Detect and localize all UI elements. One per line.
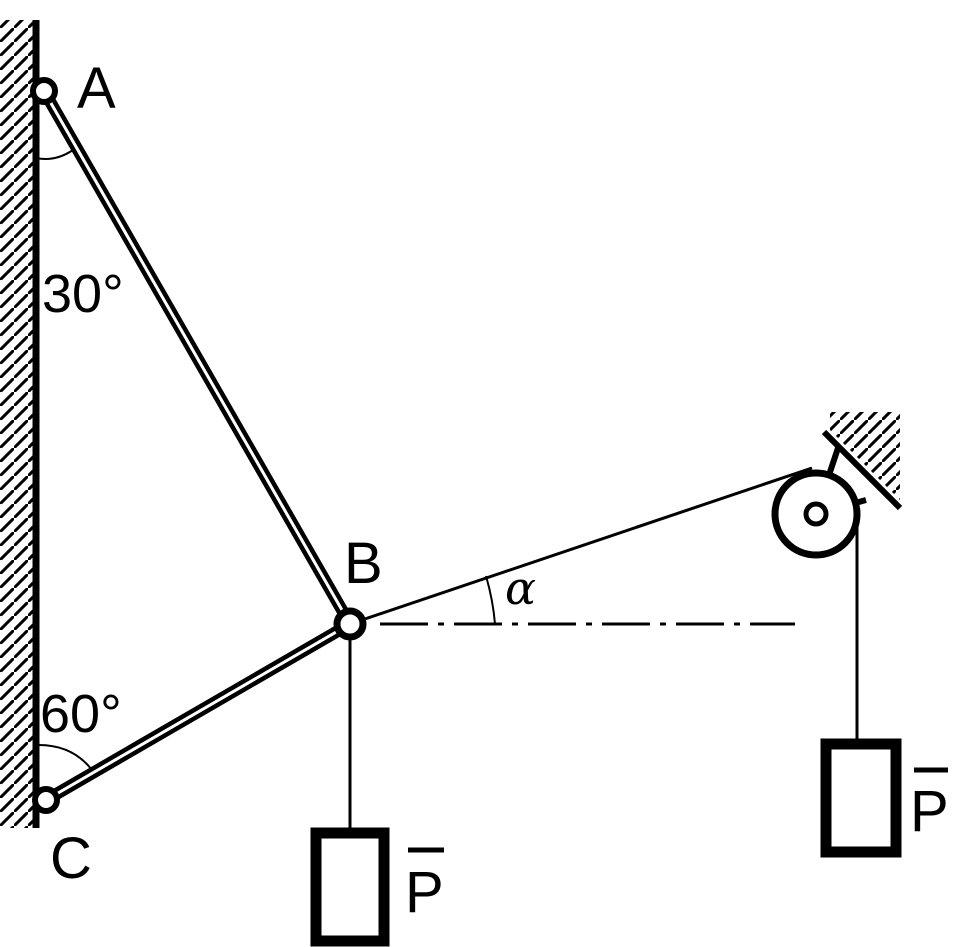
pulley [771,469,861,559]
label-c: C [50,826,92,891]
bracket-face [821,429,903,511]
angle-arc-top [35,149,74,160]
label-alpha: α [505,561,536,615]
cable-b-to-pulley [349,466,813,626]
label-angle-60: 60° [40,684,122,744]
weight-left [310,827,390,947]
wall [0,20,40,828]
rod-cb [42,618,354,806]
angle-arc-alpha [485,575,496,625]
weight-right [820,738,902,858]
label-b: B [344,531,383,596]
label-p-left: P [405,860,444,925]
label-angle-30: 30° [42,264,124,324]
label-a: A [77,56,116,121]
rod-ab [38,88,356,627]
wall-hatching [0,20,33,828]
angle-arc-bottom [35,743,93,771]
pulley-axle [803,501,829,527]
hinge-b [333,607,367,641]
hinge-c [32,786,60,814]
bracket-hatch-fill [830,412,900,500]
label-p-right: P [910,779,949,844]
hinge-a [30,77,58,105]
